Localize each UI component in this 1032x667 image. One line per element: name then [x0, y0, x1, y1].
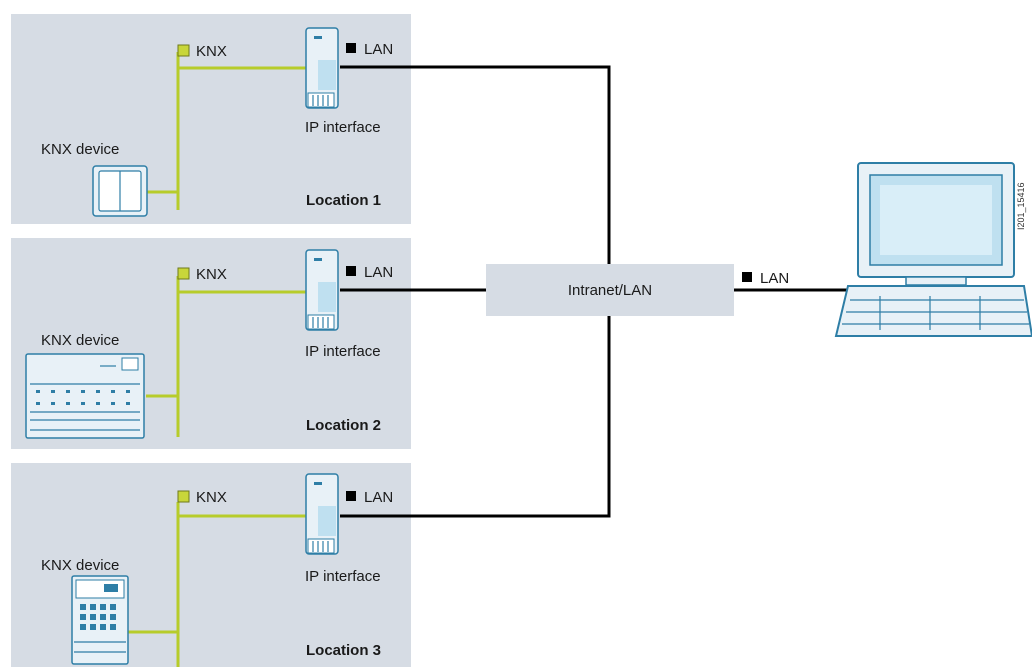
- figure-id-label: I201_15416: [1016, 182, 1026, 230]
- location-1-background: [11, 14, 411, 224]
- location-1-interface-label: IP interface: [305, 119, 381, 136]
- actuator-icon: [25, 353, 145, 439]
- location-1-knx-label: KNX: [196, 43, 227, 60]
- location-2-panel: KNX LAN IP interface KNX device Location…: [11, 238, 411, 449]
- knx-marker-icon: [177, 267, 190, 280]
- location-2-interface-label: IP interface: [305, 343, 381, 360]
- switch-icon: [92, 165, 148, 217]
- location-2-title: Location 2: [306, 417, 381, 434]
- location-2-lan-label: LAN: [364, 264, 393, 281]
- intranet-lan-box: [486, 264, 734, 316]
- lan-marker-icon: [346, 491, 356, 501]
- lan-marker-icon: [346, 266, 356, 276]
- location-3-interface-label: IP interface: [305, 568, 381, 585]
- location-1-knx-bus: [176, 52, 310, 210]
- location-2-knx-bus: [176, 276, 310, 437]
- computer-icon: [834, 162, 1032, 337]
- lan-marker-icon: [346, 43, 356, 53]
- lan-marker-icon: [742, 272, 752, 282]
- location-1-lan-label: LAN: [364, 41, 393, 58]
- location-2-device-label: KNX device: [41, 332, 119, 349]
- location-3-knx-label: KNX: [196, 489, 227, 506]
- ip-interface-icon: [305, 27, 339, 109]
- location-3-lan-label: LAN: [364, 489, 393, 506]
- location-3-title: Location 3: [306, 642, 381, 659]
- intranet-lan-label: Intranet/LAN: [568, 282, 652, 299]
- ip-interface-icon: [305, 473, 339, 555]
- location-1-device-label: KNX device: [41, 141, 119, 158]
- pc-lan-label: LAN: [760, 270, 789, 287]
- location-1-panel: KNX LAN IP interface KNX device Location…: [11, 14, 411, 224]
- knx-marker-icon: [177, 44, 190, 57]
- location-3-panel: KNX LAN IP interface KNX device Location…: [11, 463, 411, 667]
- location-1-title: Location 1: [306, 192, 381, 209]
- location-2-knx-label: KNX: [196, 266, 227, 283]
- controller-icon: [71, 575, 129, 665]
- knx-marker-icon: [177, 490, 190, 503]
- ip-interface-icon: [305, 249, 339, 331]
- location-3-device-label: KNX device: [41, 557, 119, 574]
- location-3-knx-bus: [176, 502, 310, 667]
